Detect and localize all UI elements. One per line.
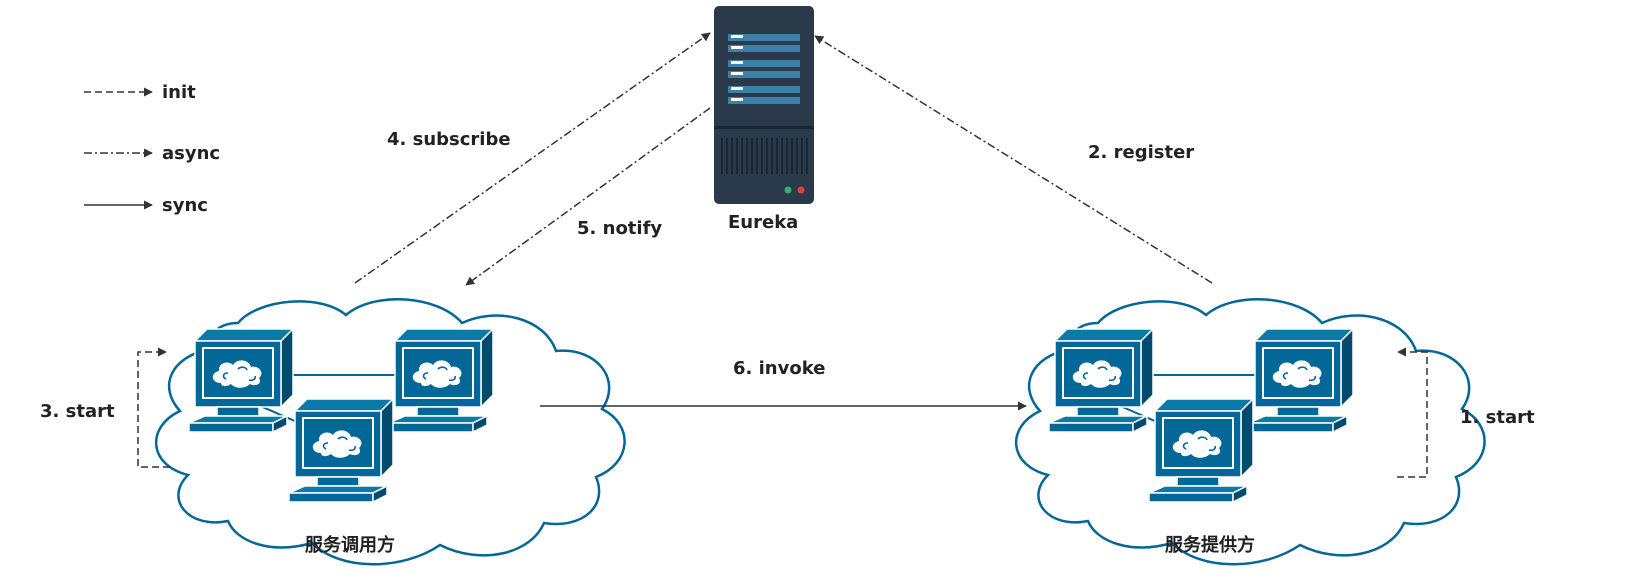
provider-start-label: 1. start <box>1460 407 1535 428</box>
provider-start-loop <box>1397 347 1428 478</box>
subscribe-label: 4. subscribe <box>387 129 511 150</box>
consumer-start-loop <box>137 347 170 468</box>
register-edge <box>814 35 1213 284</box>
provider-network-icon <box>1016 299 1484 564</box>
consumer-label: 服务调用方 <box>305 535 395 556</box>
legend-sync-label: sync <box>162 195 208 216</box>
registry-label: Eureka <box>728 212 799 233</box>
register-label: 2. register <box>1088 142 1195 163</box>
legend-async-label: async <box>162 143 221 164</box>
provider-label: 服务提供方 <box>1165 535 1255 556</box>
eureka-server-icon <box>714 6 814 204</box>
subscribe-edge <box>354 32 711 284</box>
legend-init-label: init <box>162 82 196 103</box>
notify-label: 5. notify <box>577 218 663 239</box>
notify-edge <box>465 107 711 286</box>
invoke-label: 6. invoke <box>733 358 826 379</box>
consumer-start-label: 3. start <box>40 401 115 422</box>
consumer-network-icon <box>156 299 624 564</box>
